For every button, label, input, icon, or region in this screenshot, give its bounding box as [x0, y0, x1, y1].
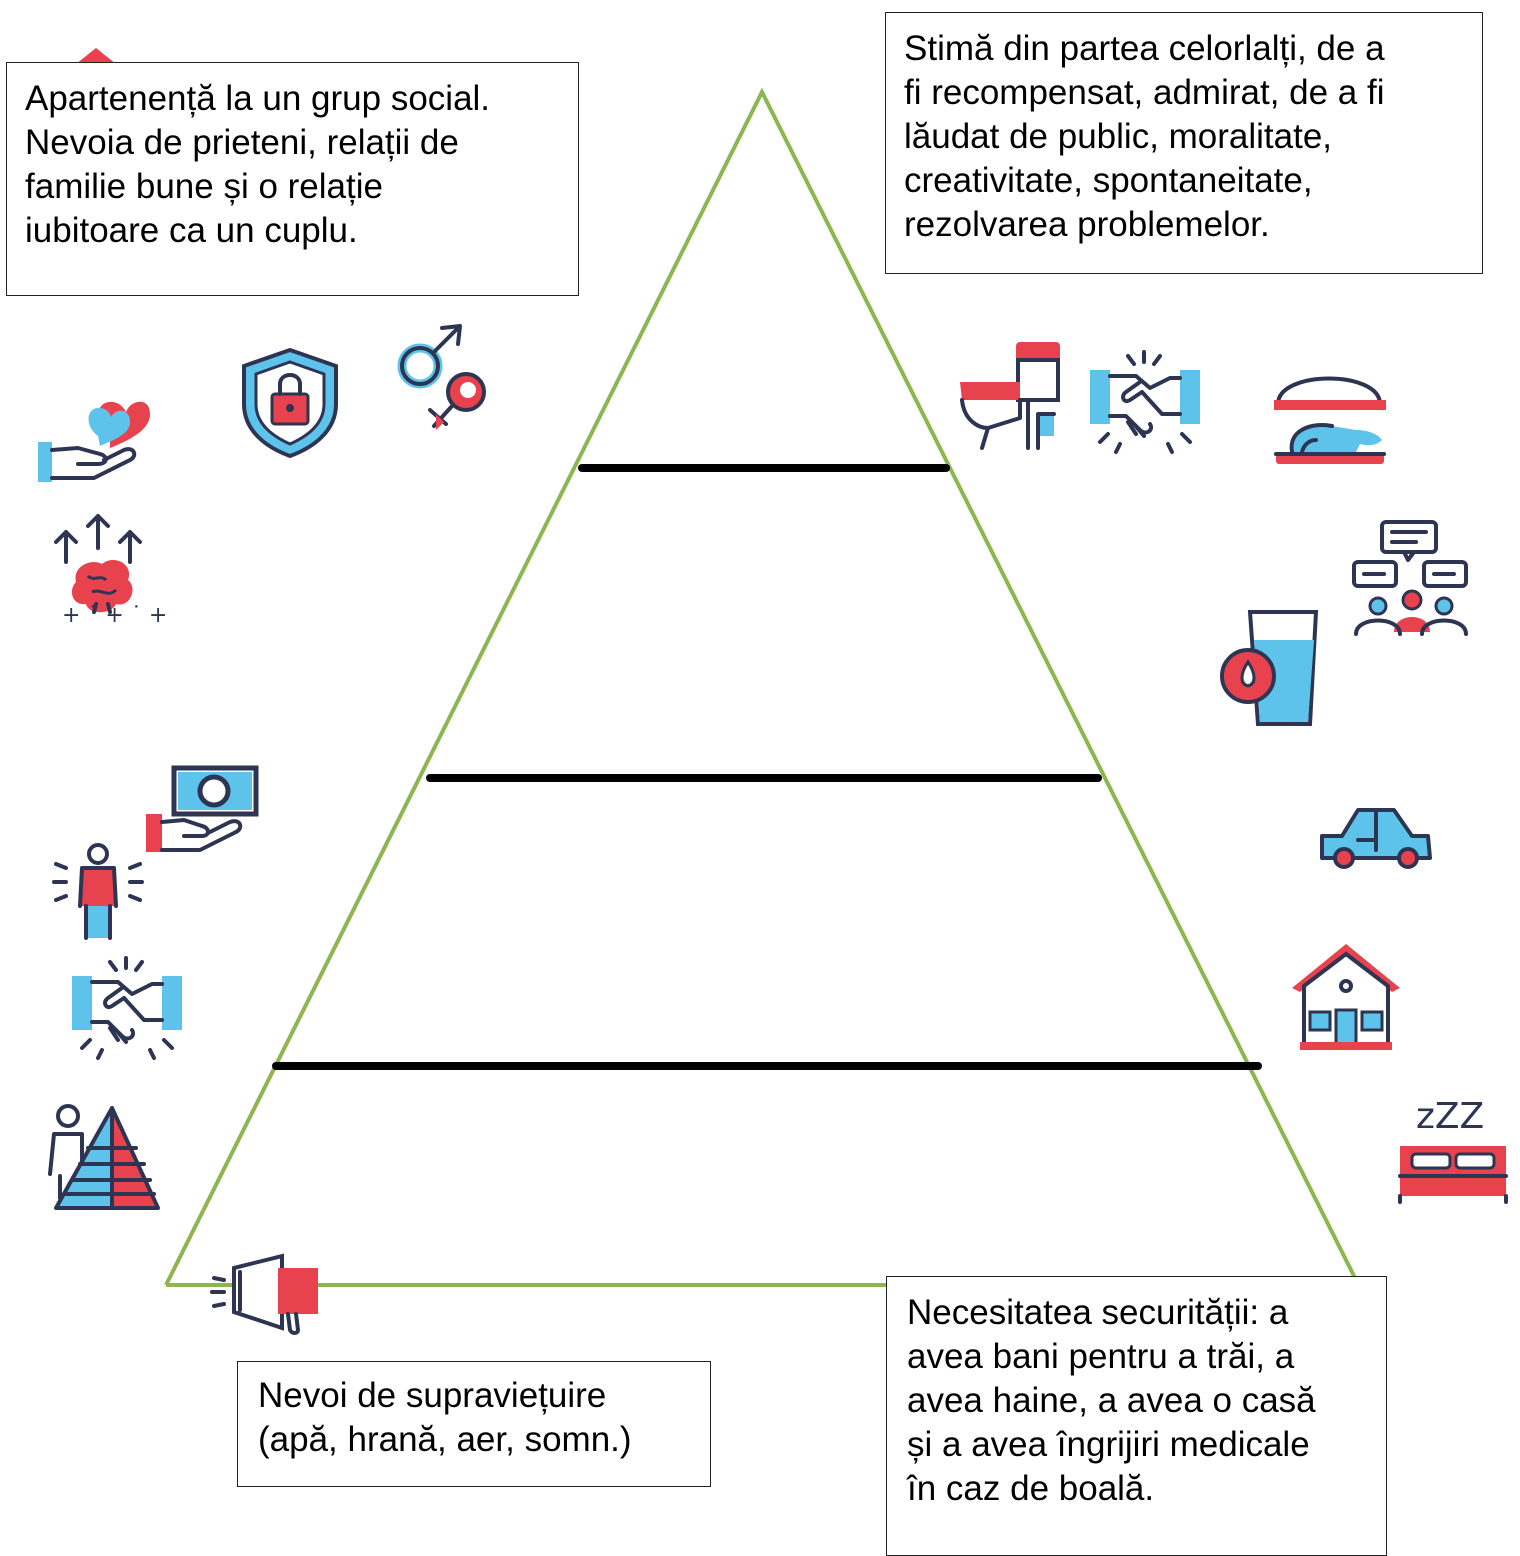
red-shape-fragment	[76, 48, 116, 64]
hand-with-hearts-icon	[38, 401, 150, 482]
car-icon	[1320, 808, 1432, 869]
confident-person-icon	[52, 843, 144, 940]
water-glass-icon	[1220, 610, 1319, 726]
brain-growth-icon: + ˙ + ˙ +	[54, 514, 167, 628]
money-in-hand-icon	[146, 765, 259, 852]
handshake-icon	[72, 956, 182, 1060]
esteem-needs-box: Stimă din partea celorlalți, de a fi rec…	[885, 12, 1483, 274]
svg-text:+ ˙ + ˙ +: + ˙ + ˙ +	[62, 603, 167, 628]
gender-symbols-icon	[397, 324, 486, 430]
person-pyramid-icon	[48, 1104, 160, 1210]
shield-lock-icon	[242, 347, 338, 459]
sleep-text: zZZ	[1416, 1096, 1484, 1137]
bed-sleep-icon: zZZ	[1398, 1096, 1508, 1204]
pyramid-outline	[164, 87, 1358, 1286]
megaphone-icon	[210, 1253, 318, 1335]
house-icon	[1292, 944, 1400, 1050]
handshake-icon	[1090, 350, 1200, 454]
safety-needs-box: Necesitatea securității: a avea bani pen…	[886, 1276, 1387, 1556]
toilet-icon	[960, 342, 1060, 450]
pyramid	[164, 87, 1358, 1287]
people-discussion-icon	[1352, 520, 1468, 636]
survival-needs-box: Nevoi de supraviețuire (apă, hrană, aer,…	[237, 1361, 711, 1487]
belonging-needs-box: Apartenență la un grup social. Nevoia de…	[6, 62, 579, 296]
food-platter-icon	[1274, 376, 1386, 464]
